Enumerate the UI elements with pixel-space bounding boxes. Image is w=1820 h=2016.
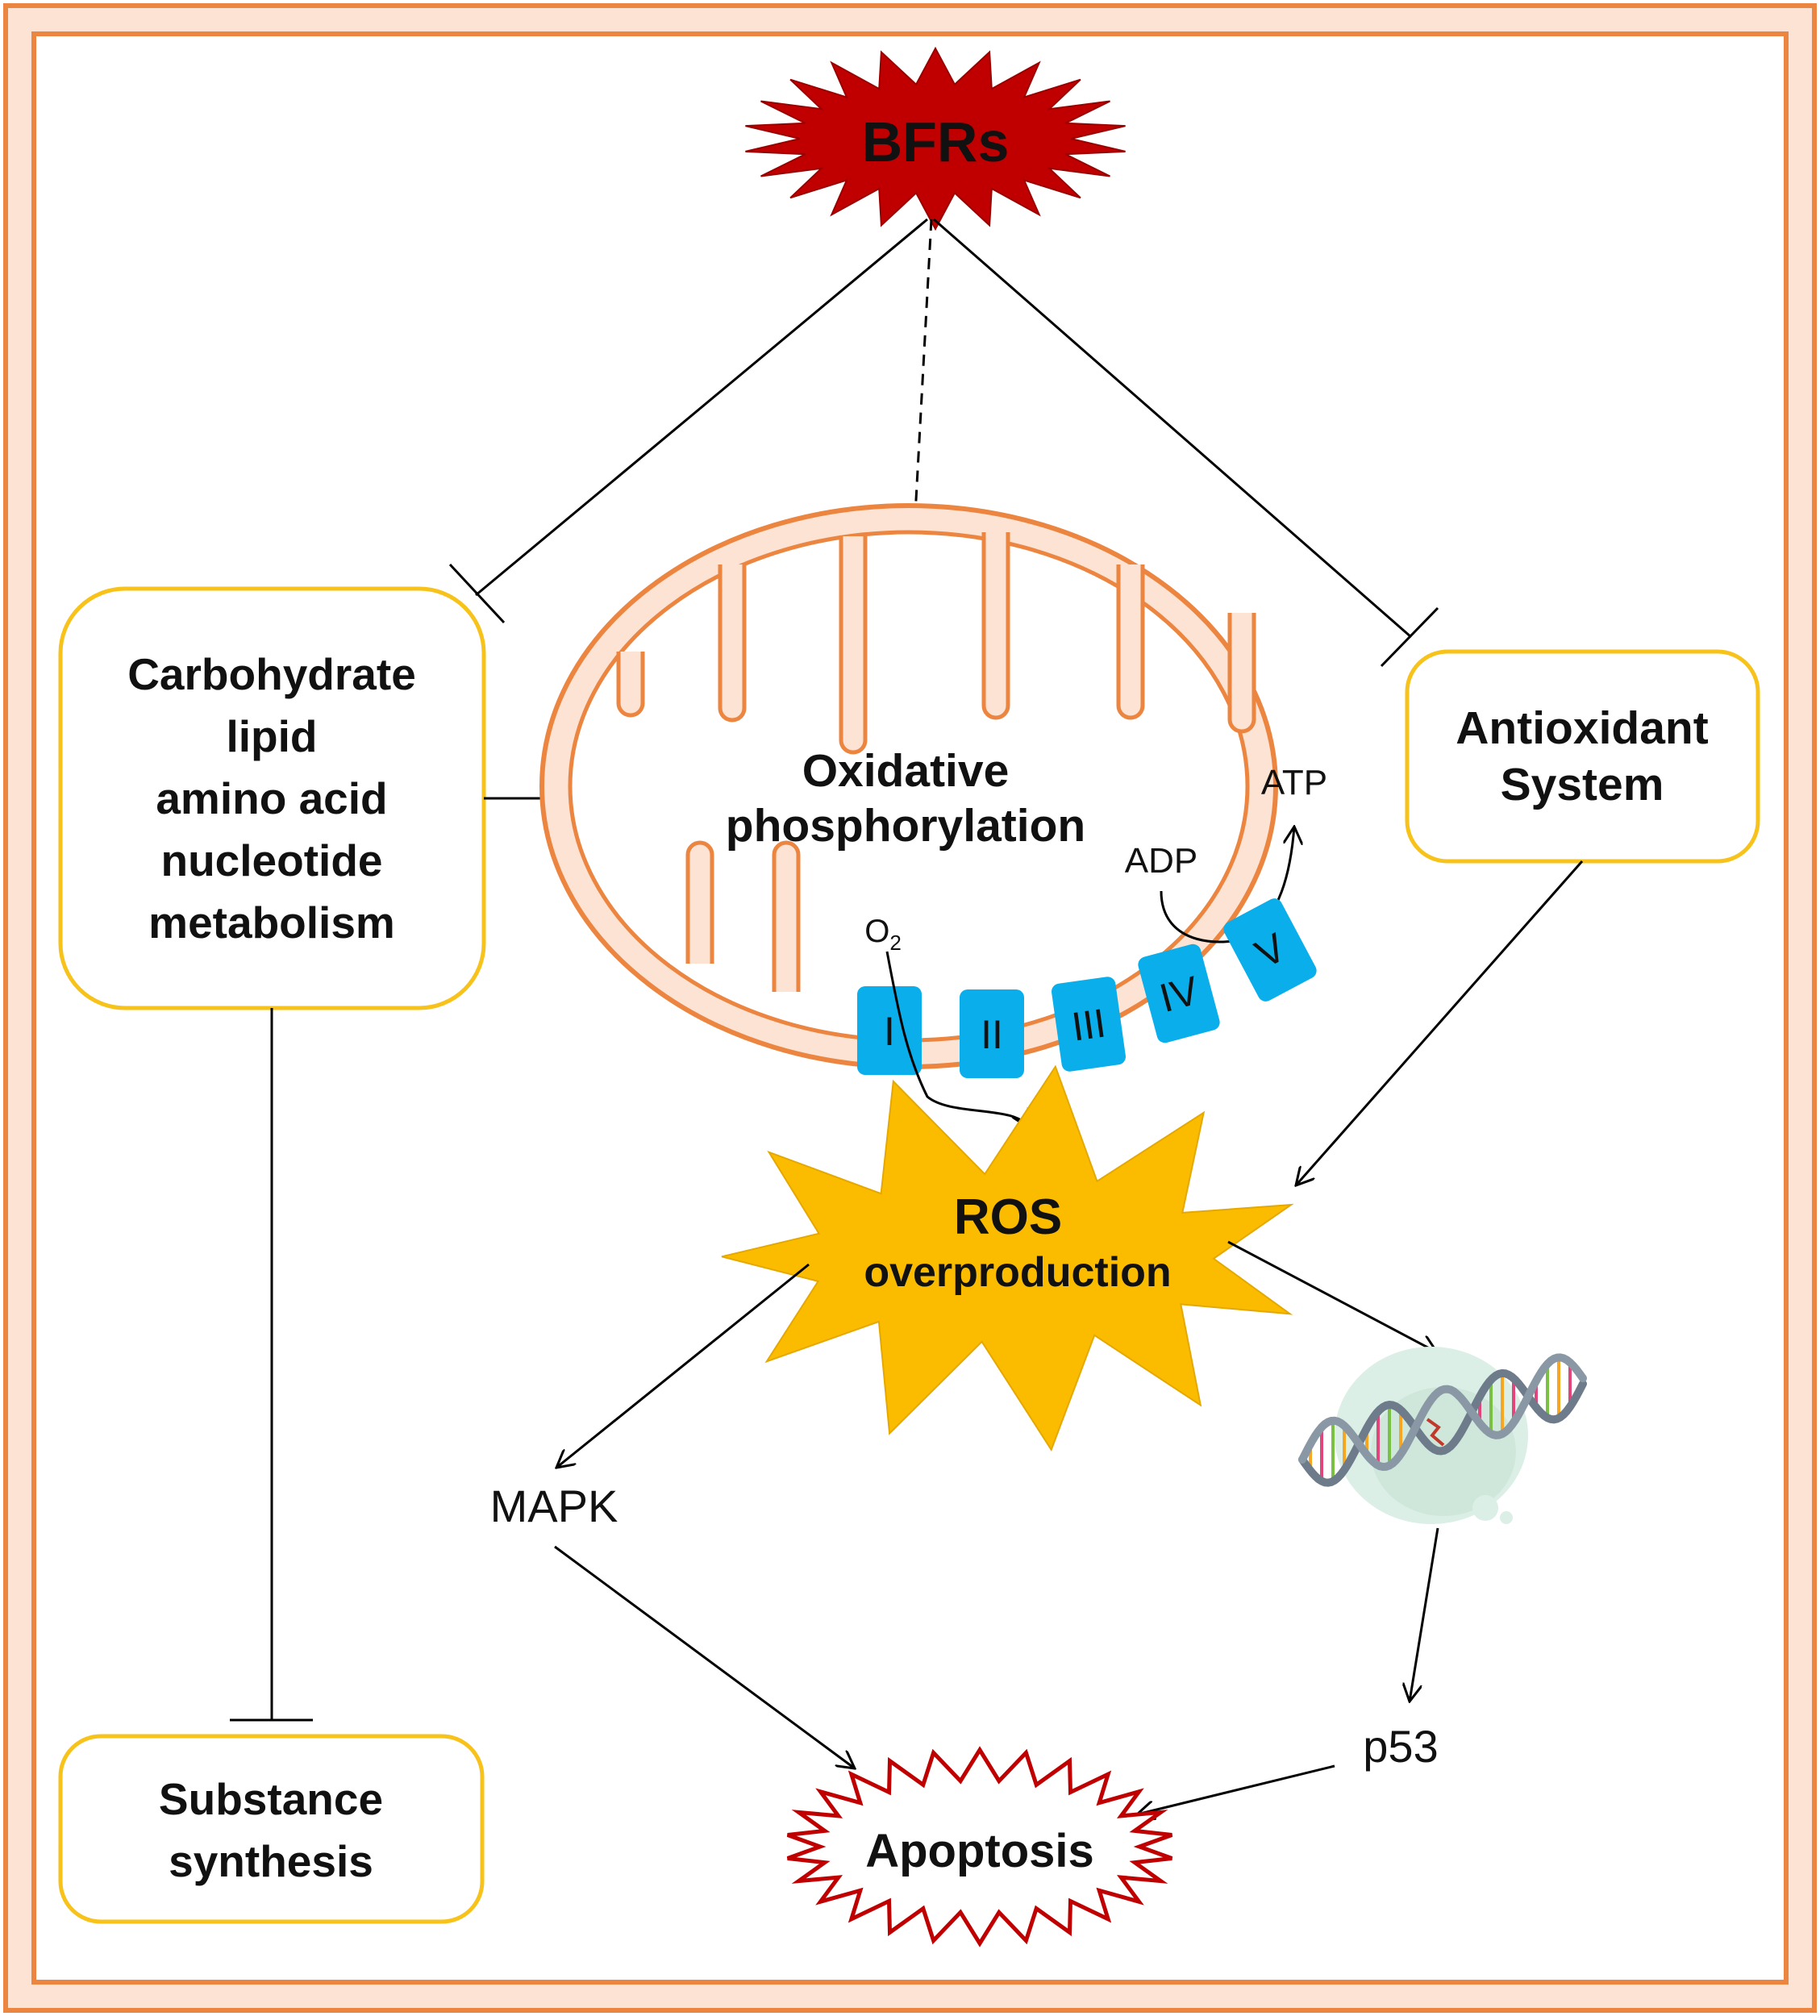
substance-line-2: synthesis (169, 1836, 373, 1886)
crista-fold-top-1 (616, 652, 645, 718)
antioxidant-box-frame (1405, 649, 1760, 864)
p53-to-apoptosis-arrow (1137, 1764, 1335, 1814)
complex-3-label: III (1069, 1000, 1109, 1049)
ros-to-dna-arrow (1227, 1240, 1437, 1352)
complex-5: V (1223, 898, 1317, 1002)
substance-line-1: Substance (159, 1774, 383, 1824)
complex-3-box (1052, 977, 1126, 1072)
substance-synthesis-box: Substance synthesis (58, 1734, 485, 1924)
apoptosis-node: Apoptosis (786, 1746, 1173, 1947)
bfrs-to-metabolism-line (475, 218, 928, 597)
complex-2: II (960, 989, 1024, 1078)
oxphos-title-line-1: Oxidative (802, 745, 1010, 797)
metabolism-line-5: metabolism (148, 898, 395, 948)
apoptosis-starburst (786, 1746, 1173, 1947)
substance-box-frame (58, 1734, 485, 1924)
dna-break-mark (1426, 1418, 1445, 1447)
mapk-label: MAPK (490, 1481, 618, 1531)
metabolism-line-2: lipid (226, 711, 317, 761)
complex-2-box (960, 989, 1024, 1078)
metabolism-line-1: Carbohydrate (127, 649, 416, 699)
complex-3: III (1052, 977, 1126, 1072)
o2-label-text: O (864, 914, 889, 949)
mapk-to-apoptosis-arrow (554, 1545, 855, 1768)
complex-2-label: II (981, 1012, 1003, 1057)
bfrs-starburst (745, 46, 1126, 231)
crista-fold-bottom-1 (685, 840, 714, 964)
apoptosis-label: Apoptosis (865, 1825, 1094, 1877)
ros-label-line-2: overproduction (864, 1249, 1171, 1296)
crista-fold-top-5 (1116, 564, 1145, 720)
dna-to-p53-arrow (1410, 1527, 1439, 1702)
crista-fold-top-4 (981, 532, 1010, 720)
dna-strand-1 (1298, 1368, 1587, 1487)
antioxidant-system-box: Antioxidant System (1405, 649, 1760, 864)
metabolism-line-4: nucleotide (160, 835, 382, 885)
antioxidant-line-2: System (1501, 759, 1664, 810)
complex-1-box (857, 986, 922, 1075)
bfrs-to-antioxidant-tbar (1380, 606, 1439, 668)
ros-label-line-1: ROS (954, 1189, 1062, 1245)
ros-to-mapk-arrow (556, 1263, 810, 1468)
complex-1: I (857, 986, 922, 1075)
crista-fold-top-2 (718, 564, 747, 723)
crista-fold-top-3 (839, 536, 868, 755)
bfrs-to-antioxidant-line (933, 218, 1412, 639)
p53-label: p53 (1363, 1721, 1438, 1772)
bfrs-node: BFRs (745, 46, 1126, 231)
dna-strand-2 (1298, 1353, 1587, 1472)
complex-1-label: I (884, 1009, 895, 1054)
o2-label: O2 (864, 914, 902, 955)
mitochondrion-cristae (616, 532, 1256, 992)
dna-helix (1298, 1353, 1587, 1487)
crista-fold-top-6 (1227, 613, 1256, 734)
bfrs-to-metabolism-tbar (448, 563, 506, 624)
antioxidant-line-1: Antioxidant (1456, 702, 1708, 754)
dna-bubble-2 (1500, 1511, 1513, 1524)
o2-to-ros-arrow (885, 951, 1028, 1127)
oxphos-title-line-2: phosphorylation (726, 800, 1085, 852)
dna-bubble-1 (1472, 1495, 1498, 1521)
antioxidant-to-ros-arrow (1296, 860, 1584, 1185)
crista-fold-bottom-2 (772, 840, 801, 992)
bfrs-label: BFRs (862, 110, 1010, 173)
adp-label: ADP (1125, 841, 1197, 881)
atp-label: ATP (1261, 763, 1327, 802)
complex-4: IV (1138, 943, 1220, 1043)
metabolism-box: Carbohydrate lipid amino acid nucleotide… (58, 586, 486, 1010)
o2-label-subscript: 2 (889, 931, 901, 955)
complex-4-box (1138, 943, 1220, 1043)
metabolism-line-3: amino acid (156, 773, 387, 823)
ros-starburst (721, 1064, 1294, 1452)
ros-node: ROS overproduction (721, 1064, 1294, 1452)
dna-damage-icon (1298, 1347, 1587, 1524)
complex-5-box (1223, 898, 1317, 1002)
